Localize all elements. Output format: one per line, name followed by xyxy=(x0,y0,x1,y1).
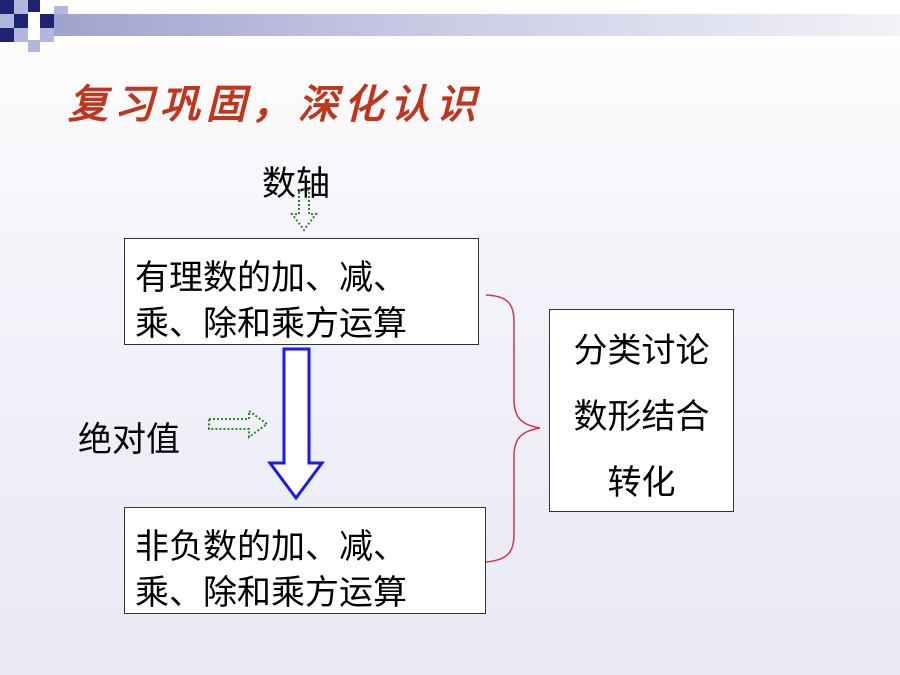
method-classification: 分类讨论 xyxy=(573,331,710,371)
dotted-down-arrow-icon xyxy=(290,189,318,232)
method-transformation: 转化 xyxy=(607,463,676,503)
method-number-shape: 数形结合 xyxy=(573,397,710,437)
nonnegative-box-line-1: 非负数的加、减、 xyxy=(135,527,407,567)
nonnegative-operations-box: 非负数的加、减、 乘、除和乘方运算 xyxy=(124,507,486,614)
curly-brace-icon xyxy=(485,294,541,563)
rational-box-line-1: 有理数的加、减、 xyxy=(135,258,407,298)
dotted-right-arrow-icon xyxy=(208,409,269,439)
number-line-label: 数轴 xyxy=(262,164,330,204)
rational-operations-box: 有理数的加、减、 乘、除和乘方运算 xyxy=(124,238,479,345)
methods-box: 分类讨论 数形结合 转化 xyxy=(549,309,734,512)
big-down-arrow-icon xyxy=(267,347,325,501)
rational-box-line-2: 乘、除和乘方运算 xyxy=(135,304,407,344)
slide-title: 复习巩固，深化认识 xyxy=(68,81,482,128)
nonnegative-box-line-2: 乘、除和乘方运算 xyxy=(135,573,407,613)
absolute-value-label: 绝对值 xyxy=(78,420,180,460)
